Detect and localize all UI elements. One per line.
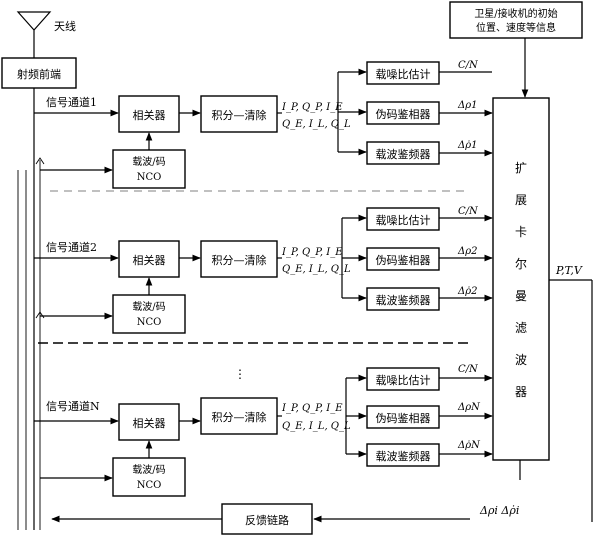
- channel-1-cn-label: C/N: [458, 60, 479, 71]
- channel-1-carrier-label: Δρ̇1: [457, 140, 477, 151]
- channel-2-label: 信号通道2: [46, 240, 97, 254]
- channel-n-label: 信号通道N: [46, 399, 100, 413]
- channel-2: 信号通道2 相关器 载波/码 NCO 积分—清除 I_P, Q_P, I_E Q…: [34, 206, 493, 334]
- channel-n-carrier-box: [366, 443, 440, 467]
- channel-n-correlator: 相关器: [133, 416, 166, 430]
- channel-1-correlator-box: [118, 95, 180, 133]
- channel-2-nco-line2: NCO: [137, 317, 162, 328]
- channel-n-carrier-label: Δρ̇N: [457, 440, 481, 451]
- channel-1: 信号通道1 相关器 载波/码 NCO 积分—清除 I_P, Q_P, I_E Q…: [34, 60, 493, 189]
- channel-n-integrate-box: [200, 397, 278, 435]
- channel-n-nco-line2: NCO: [137, 480, 162, 491]
- satellite-info-line1: 卫星/接收机的初始: [474, 7, 557, 20]
- channel-1-cn-box: [366, 61, 440, 85]
- channel-2-correlator-box: [118, 240, 180, 278]
- satellite-info-box: [449, 1, 583, 39]
- channel-n: 信号通道N 相关器 载波/码 NCO 积分—清除 I_P, Q_P, I_E Q…: [34, 364, 493, 497]
- channel-n-outputs-row2: Q_E, I_L, Q_L: [282, 421, 351, 432]
- channel-1-correlator: 相关器: [133, 108, 166, 122]
- channel-2-carrier-label: Δρ̇2: [457, 286, 477, 297]
- channel-n-cn-estimator: 载噪比估计: [376, 374, 431, 387]
- ekf-label: 扩 展 卡 尔 曼 滤 波 器: [515, 161, 527, 399]
- channel-1-integrate-box: [200, 95, 278, 133]
- ellipsis: ⋮: [234, 367, 246, 381]
- channel-1-carrier-discriminator: 载波鉴频器: [376, 147, 431, 161]
- channel-2-cn-estimator: 载噪比估计: [376, 214, 431, 227]
- bus-up-arrow-1: [35, 157, 45, 165]
- channel-2-code-discriminator: 伪码鉴相器: [376, 254, 431, 267]
- ekf-box: [492, 97, 550, 461]
- ekf-char-2: 展: [515, 193, 527, 207]
- ekf-char-7: 波: [515, 353, 527, 367]
- rf-frontend-box: [1, 57, 77, 89]
- channel-2-code-box: [366, 247, 440, 271]
- channel-2-outputs-row2: Q_E, I_L, Q_L: [282, 264, 351, 275]
- channel-2-outputs-row1: I_P, Q_P, I_E: [281, 247, 343, 258]
- channel-2-integrate-box: [200, 240, 278, 278]
- ekf-char-6: 滤: [515, 321, 527, 335]
- channel-2-cn-label: C/N: [458, 206, 479, 217]
- channel-n-integrate: 积分—清除: [212, 410, 267, 424]
- channel-n-cn-label: C/N: [458, 364, 479, 375]
- channel-n-correlator-box: [118, 403, 180, 441]
- channel-1-nco-line2: NCO: [137, 172, 162, 183]
- channel-2-integrate: 积分—清除: [212, 253, 267, 267]
- channel-2-nco-line1: 载波/码: [132, 300, 165, 313]
- channel-2-carrier-discriminator: 载波鉴频器: [376, 293, 431, 307]
- channel-n-code-label: ΔρN: [457, 402, 481, 413]
- ekf-char-8: 器: [515, 385, 527, 399]
- channel-n-code-box: [366, 405, 440, 429]
- channel-n-code-discriminator: 伪码鉴相器: [376, 412, 431, 425]
- channel-2-carrier-box: [366, 287, 440, 311]
- channel-1-cn-estimator: 载噪比估计: [376, 68, 431, 81]
- ekf-char-4: 尔: [515, 256, 527, 271]
- channel-1-nco-box: [112, 149, 186, 189]
- channel-n-nco-line1: 载波/码: [132, 463, 165, 476]
- antenna-icon: [16, 11, 52, 31]
- channel-n-cn-box: [366, 367, 440, 391]
- ekf-char-3: 卡: [515, 225, 527, 239]
- channel-2-correlator: 相关器: [133, 253, 166, 267]
- rf-frontend-label: 射频前端: [17, 67, 61, 81]
- channel-n-nco-box: [112, 457, 186, 497]
- channel-2-nco-box: [112, 294, 186, 334]
- channel-1-outputs-row2: Q_E, I_L, Q_L: [282, 119, 351, 130]
- ekf-output-label: P,T,V: [555, 264, 583, 277]
- channel-2-code-label: Δρ2: [457, 246, 477, 257]
- ekf-char-5: 曼: [515, 289, 527, 303]
- channel-n-carrier-discriminator: 载波鉴频器: [376, 449, 431, 463]
- feedback-output-labels: Δρi Δρ̇i: [479, 504, 519, 517]
- channel-1-nco-line1: 载波/码: [132, 155, 165, 168]
- ekf-char-1: 扩: [515, 161, 527, 175]
- feedback-loop-box: [221, 503, 313, 535]
- feedback-loop-label: 反馈链路: [245, 513, 289, 527]
- channel-n-outputs-row1: I_P, Q_P, I_E: [281, 403, 343, 414]
- antenna-label: 天线: [54, 19, 76, 33]
- channel-1-code-label: Δρ1: [457, 100, 477, 111]
- satellite-info-line2: 位置、速度等信息: [476, 21, 556, 34]
- channel-1-label: 信号通道1: [46, 95, 97, 109]
- channel-2-cn-box: [366, 207, 440, 231]
- channel-1-outputs-row1: I_P, Q_P, I_E: [281, 102, 343, 113]
- channel-1-integrate: 积分—清除: [212, 108, 267, 122]
- channel-1-code-discriminator: 伪码鉴相器: [376, 108, 431, 121]
- antenna: 天线: [16, 11, 76, 58]
